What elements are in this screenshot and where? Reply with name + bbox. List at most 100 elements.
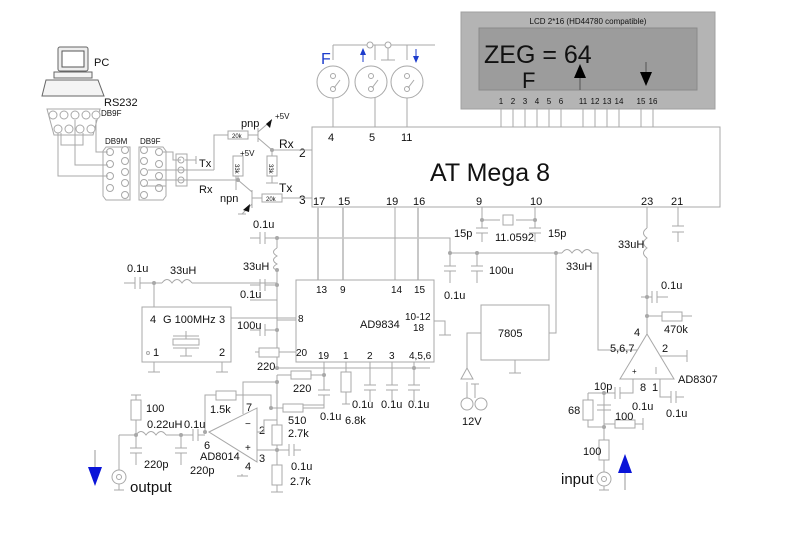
buttons: F: [316, 41, 435, 127]
dds-pins-4-6: 4,5,6: [409, 351, 432, 362]
log-pin-4: 4: [634, 327, 640, 339]
amp-pin-6: 6: [204, 440, 210, 452]
mcu-pin-11: 11: [401, 132, 412, 144]
tx-left-label: Tx: [199, 158, 212, 170]
amp-pin-2: 2: [259, 425, 265, 437]
mcu-pin-21: 21: [671, 196, 683, 208]
supply-c100u-label: 100u: [489, 265, 513, 277]
mcu-pin-15: 15: [338, 196, 350, 208]
osc-pin-3: 3: [219, 314, 225, 326]
button-f-label: F: [321, 51, 331, 68]
r20k-2-label: 20k: [266, 197, 277, 203]
npn-emitter-arrow: [243, 204, 250, 212]
button-down[interactable]: [390, 65, 424, 99]
r33k-1-label: 33k: [233, 164, 239, 175]
mcu-pin-10: 10: [530, 196, 542, 208]
lcd-pin-4: 4: [535, 97, 540, 106]
lcd-screen: [478, 27, 698, 91]
power-supply: 0.1u 100u 33uH 7805 12V: [277, 237, 643, 428]
dds-pin-15: 15: [414, 285, 426, 296]
lcd-title: LCD 2*16 (HD44780 compatible): [530, 17, 647, 26]
rx-right-label: Rx: [279, 137, 294, 151]
output-label: output: [130, 479, 173, 496]
amp-r100-label: 100: [146, 403, 164, 415]
lcd-pin-5: 5: [547, 97, 552, 106]
log-label: AD8307: [678, 374, 718, 386]
dds-c3-label: 0.1u: [381, 399, 402, 411]
mcu-pin-17: 17: [313, 196, 325, 208]
dds-pin-2: 2: [367, 351, 373, 362]
dds-l-label: 33uH: [243, 261, 269, 273]
diode-icon: [460, 366, 474, 380]
osc-label: G 100MHz: [163, 314, 216, 326]
amp-minus: −: [245, 419, 251, 430]
ad8014-triangle: [207, 407, 258, 463]
mcu-pin-3: 3: [299, 193, 306, 207]
amp-pin-3: 3: [259, 453, 265, 465]
amp-c220p-a-label: 220p: [144, 459, 168, 471]
dds-c456-label: 0.1u: [408, 399, 429, 411]
input-voltage-label: 12V: [462, 416, 482, 428]
lcd-pin-1: 1: [499, 97, 504, 106]
dds-c2-label: 0.1u: [352, 399, 373, 411]
log-c10p-label: 10p: [594, 381, 612, 393]
npn-label: npn: [220, 193, 238, 205]
mcu-pin-9: 9: [476, 196, 482, 208]
dds-pin-20: 20: [296, 348, 308, 359]
button-up-arrow-icon: [360, 48, 366, 62]
lcd-up-arrow-icon: [574, 64, 586, 78]
log-r68-label: 68: [568, 405, 580, 417]
mcu-pin-23: 23: [641, 196, 653, 208]
supply-c-label: 0.1u: [444, 290, 465, 302]
input-bnc-connector[interactable]: [596, 471, 612, 491]
amp-r27k-a-label: 2.7k: [288, 428, 309, 440]
db9f-top-label: DB9F: [101, 109, 122, 118]
dds-label: AD9834: [360, 319, 400, 331]
button-up[interactable]: [354, 65, 388, 99]
pc-computer-icon: PC RS232: [41, 46, 138, 109]
regulator-7805: [480, 304, 550, 361]
pnp-label: pnp: [241, 118, 259, 130]
lcd-pin-14: 14: [615, 97, 624, 106]
log-c1-label: 0.1u: [666, 408, 687, 420]
amp-cin-label: 0.1u: [184, 419, 205, 431]
lcd-pin-15: 15: [637, 97, 646, 106]
log-amp-ad8307: 33uH 0.1u 470k 4 5,6,7 2 8 1 AD8307 + 10…: [561, 207, 718, 491]
osc-pin-4: 4: [150, 314, 156, 326]
dds-r220-label: 220: [257, 361, 275, 373]
lcd-pin-12: 12: [591, 97, 600, 106]
rx-left-label: Rx: [199, 184, 213, 196]
db9-connectors: DB9F DB9M DB9F: [46, 108, 214, 201]
lcd-down-arrow-icon: [640, 72, 652, 86]
mcu-pin-19: 19: [386, 196, 398, 208]
input-arrow-icon: [618, 454, 632, 490]
button-f[interactable]: [316, 65, 350, 99]
dds-c-mid-label: 0.1u: [240, 289, 261, 301]
amp-pin-7: 7: [246, 402, 252, 414]
dds-ad9834: AD9834 13 9 14 15 8 20 10-12 18 19 1 2 3…: [237, 207, 451, 427]
amp-l-label: 0.22uH: [147, 419, 183, 431]
lcd-line2: F: [522, 68, 535, 93]
rs232-label: RS232: [104, 97, 138, 109]
mcu-pin-16: 16: [413, 196, 425, 208]
mcu-atmega8: AT Mega 8 2 3 17 15 19 16 9 10 23 21 4 5…: [299, 126, 721, 208]
input-label: input: [561, 471, 594, 488]
dds-pin-13: 13: [316, 285, 328, 296]
lcd-pin-16: 16: [649, 97, 658, 106]
mcu-pin-4: 4: [328, 132, 334, 144]
output-bnc-connector[interactable]: [111, 469, 127, 491]
pnp-emitter-arrow: [266, 119, 272, 128]
output-amp-ad8014: − + 7 2 6 3 4 AD8014 1.5k 510 2.7k 0.1u …: [88, 380, 325, 496]
lcd-module: LCD 2*16 (HD44780 compatible) ZEG = 64 F…: [460, 11, 716, 110]
crystal-c2-label: 15p: [548, 228, 566, 240]
amp-pin-4: 4: [245, 461, 251, 473]
dc-jack-minus[interactable]: [474, 397, 488, 411]
mcu-label: AT Mega 8: [430, 159, 550, 187]
dc-jack-plus[interactable]: [460, 397, 474, 411]
log-plus: +: [632, 367, 637, 376]
r20k-1-label: 20k: [232, 134, 243, 140]
lcd-pin-2: 2: [511, 97, 516, 106]
dds-pin-8: 8: [298, 314, 304, 325]
osc-pin-2: 2: [219, 347, 225, 359]
